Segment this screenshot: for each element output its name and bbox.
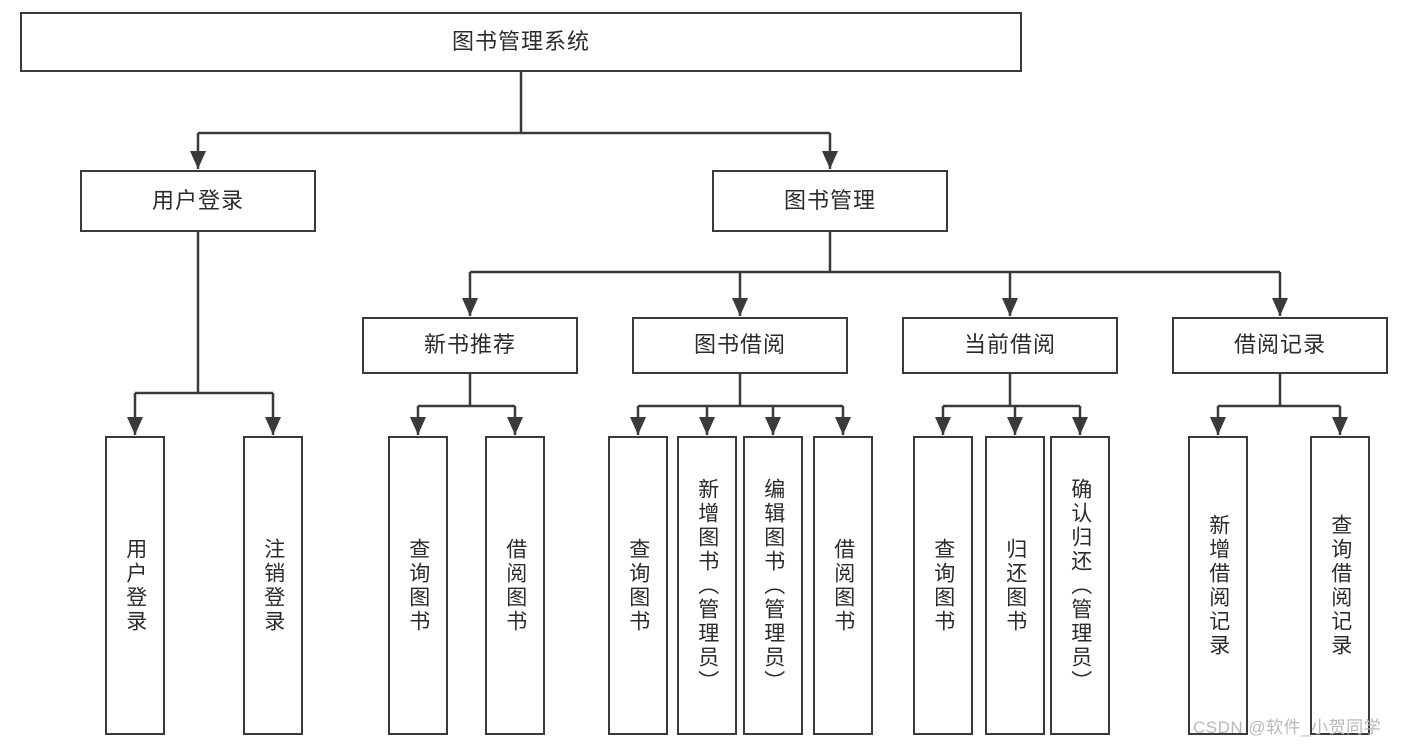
- node-label: 图书管理: [783, 187, 876, 213]
- node-label: 归还图书: [1003, 537, 1027, 634]
- arrow-head-borrow-record: [1272, 298, 1288, 316]
- node-label: 编辑图书（管理员）: [761, 477, 785, 694]
- node-leaf-user-logout[interactable]: 注销登录: [243, 436, 303, 735]
- node-label: 借阅图书: [503, 537, 527, 634]
- node-book-borrow[interactable]: 图书借阅: [632, 317, 848, 374]
- arrow-head-user-login: [190, 151, 206, 169]
- arrow-head-book-manage: [822, 151, 838, 169]
- node-label: 查询借阅记录: [1328, 513, 1352, 658]
- node-borrow-record[interactable]: 借阅记录: [1172, 317, 1388, 374]
- node-label: 用户登录: [151, 187, 244, 213]
- node-label: 确认归还（管理员）: [1068, 477, 1092, 694]
- arrow-head-book-borrow: [732, 298, 748, 316]
- node-leaf-cur-return[interactable]: 归还图书: [985, 436, 1045, 735]
- node-label: 借阅图书: [831, 537, 855, 634]
- node-user-login[interactable]: 用户登录: [80, 170, 316, 232]
- node-label: 查询图书: [406, 537, 430, 634]
- node-leaf-rec-query[interactable]: 查询图书: [388, 436, 448, 735]
- arrow-head-leaf-cur-confirm: [1072, 417, 1088, 435]
- node-new-book-rec[interactable]: 新书推荐: [362, 317, 578, 374]
- node-label: 查询图书: [931, 537, 955, 634]
- node-leaf-borrow-query[interactable]: 查询图书: [608, 436, 668, 735]
- arrow-head-leaf-borrow-query: [630, 417, 646, 435]
- node-book-manage[interactable]: 图书管理: [712, 170, 948, 232]
- node-label: 图书借阅: [693, 332, 786, 358]
- watermark: CSDN @软件_小贺同学: [1193, 718, 1382, 737]
- arrow-head-leaf-book-lend: [835, 417, 851, 435]
- arrow-head-leaf-rec-query: [410, 417, 426, 435]
- node-leaf-cur-confirm[interactable]: 确认归还（管理员）: [1050, 436, 1110, 735]
- node-label: 新增借阅记录: [1206, 513, 1230, 658]
- node-label: 图书管理系统: [451, 28, 590, 54]
- node-leaf-book-add[interactable]: 新增图书（管理员）: [677, 436, 737, 735]
- arrow-head-leaf-rec-borrow: [507, 417, 523, 435]
- node-leaf-rec-borrow[interactable]: 借阅图书: [485, 436, 545, 735]
- node-label: 用户登录: [123, 537, 147, 634]
- arrow-head-leaf-cur-return: [1007, 417, 1023, 435]
- arrow-head-leaf-rec-add: [1210, 417, 1226, 435]
- node-label: 注销登录: [261, 537, 285, 634]
- arrow-head-new-book-rec: [462, 298, 478, 316]
- node-leaf-book-edit[interactable]: 编辑图书（管理员）: [743, 436, 803, 735]
- node-label: 当前借阅: [963, 332, 1056, 358]
- node-current-borrow[interactable]: 当前借阅: [902, 317, 1118, 374]
- arrow-head-leaf-user-logout: [265, 417, 281, 435]
- node-leaf-cur-query[interactable]: 查询图书: [913, 436, 973, 735]
- node-label: 借阅记录: [1233, 332, 1326, 358]
- arrow-head-leaf-rec-search: [1332, 417, 1348, 435]
- node-root[interactable]: 图书管理系统: [20, 12, 1022, 72]
- arrow-head-leaf-cur-query: [935, 417, 951, 435]
- node-label: 查询图书: [626, 537, 650, 634]
- node-leaf-rec-add[interactable]: 新增借阅记录: [1188, 436, 1248, 735]
- node-label: 新书推荐: [423, 332, 516, 358]
- node-label: 新增图书（管理员）: [695, 477, 719, 694]
- node-leaf-book-lend[interactable]: 借阅图书: [813, 436, 873, 735]
- node-leaf-rec-search[interactable]: 查询借阅记录: [1310, 436, 1370, 735]
- arrow-head-leaf-book-add: [699, 417, 715, 435]
- arrow-head-leaf-book-edit: [765, 417, 781, 435]
- arrow-head-leaf-user-login: [127, 417, 143, 435]
- node-leaf-user-login[interactable]: 用户登录: [105, 436, 165, 735]
- arrow-head-current-borrow: [1002, 298, 1018, 316]
